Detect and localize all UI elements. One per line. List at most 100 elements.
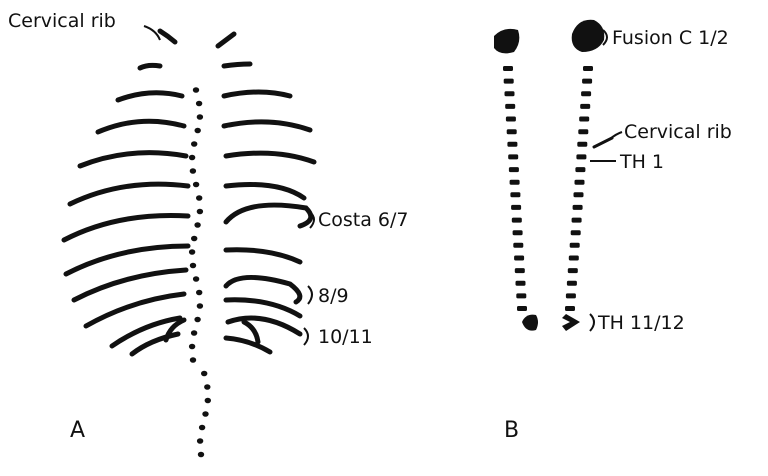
vertebra-b-left-3 bbox=[505, 91, 515, 96]
vertebra-a-16 bbox=[196, 290, 202, 296]
vertebra-b-left-5 bbox=[506, 117, 516, 122]
vertebra-a-8 bbox=[193, 182, 199, 188]
vertebra-a-14 bbox=[190, 263, 196, 269]
vertebra-a-18 bbox=[194, 317, 200, 323]
vertebra-a-28 bbox=[198, 452, 204, 458]
label-pointers-b bbox=[590, 30, 622, 331]
vertebra-b-left-16 bbox=[514, 256, 524, 261]
right-ribs bbox=[218, 34, 314, 352]
vertebral-column-b-left bbox=[503, 66, 527, 311]
vertebra-b-left-2 bbox=[504, 79, 514, 84]
label-cervical-rib-a: Cervical rib bbox=[8, 10, 116, 32]
vertebra-b-right-1 bbox=[583, 66, 593, 71]
label-ribs-8-9: 8/9 bbox=[318, 285, 349, 307]
vertebra-b-left-19 bbox=[516, 293, 526, 298]
vertebra-a-6 bbox=[189, 155, 195, 161]
vertebra-b-right-20 bbox=[565, 306, 575, 311]
label-cervical-rib-b: Cervical rib bbox=[624, 121, 732, 143]
vertebra-a-2 bbox=[196, 101, 202, 107]
vertebra-b-left-8 bbox=[508, 154, 518, 159]
vertebra-b-right-7 bbox=[577, 142, 587, 147]
vertebra-b-left-20 bbox=[517, 306, 527, 311]
panel-letter-b: B bbox=[504, 418, 519, 443]
vertebra-a-5 bbox=[191, 141, 197, 147]
vertebra-b-right-15 bbox=[570, 243, 580, 248]
label-th11-12: TH 11/12 bbox=[597, 312, 685, 334]
vertebra-b-left-15 bbox=[513, 243, 523, 248]
vertebral-column-a bbox=[189, 87, 211, 457]
vertebra-b-right-16 bbox=[569, 256, 579, 261]
vertebra-b-right-2 bbox=[582, 79, 592, 84]
rib-right-5 bbox=[226, 153, 314, 162]
vertebra-b-right-11 bbox=[574, 192, 584, 197]
vertebra-a-4 bbox=[195, 128, 201, 134]
vertebra-b-left-17 bbox=[515, 268, 525, 273]
vertebra-b-left-9 bbox=[509, 167, 519, 172]
vertebra-b-right-17 bbox=[568, 268, 578, 273]
panel-a-rib-cage: Cervical rib Costa 6/7 8/9 10/11 A bbox=[8, 10, 409, 457]
rib-right-12 bbox=[226, 338, 270, 352]
label-costa-6-7: Costa 6/7 bbox=[318, 209, 409, 231]
vertebra-b-right-18 bbox=[567, 281, 577, 286]
rib-left-5 bbox=[80, 153, 186, 166]
vertebra-b-left-1 bbox=[503, 66, 513, 71]
vertebra-a-15 bbox=[193, 276, 199, 282]
vertebra-b-left-7 bbox=[507, 142, 517, 147]
vertebra-a-26 bbox=[199, 425, 205, 431]
vertebra-a-9 bbox=[196, 195, 202, 201]
rib-right-4 bbox=[224, 122, 310, 130]
label-th1: TH 1 bbox=[619, 151, 664, 173]
rib-right-11 bbox=[228, 318, 300, 334]
bracket-th11-12 bbox=[590, 314, 594, 331]
bracket-10-11 bbox=[304, 328, 308, 345]
vertebra-a-17 bbox=[197, 303, 203, 309]
vertebra-b-left-10 bbox=[510, 180, 520, 185]
rib-right-2 bbox=[224, 64, 250, 66]
rib-branch-right bbox=[244, 322, 258, 342]
rib-right-10 bbox=[226, 300, 300, 316]
vertebra-b-left-18 bbox=[516, 281, 526, 286]
vertebra-b-right-13 bbox=[572, 218, 582, 223]
vertebra-a-11 bbox=[194, 222, 200, 228]
vertebra-a-21 bbox=[190, 357, 196, 363]
vertebra-b-right-9 bbox=[575, 167, 585, 172]
vertebra-a-20 bbox=[189, 344, 195, 350]
vertebra-a-19 bbox=[191, 330, 197, 336]
vertebra-a-3 bbox=[197, 114, 203, 120]
vertebra-b-right-8 bbox=[576, 154, 586, 159]
bracket-8-9 bbox=[308, 286, 312, 304]
th11-12-right bbox=[562, 314, 580, 331]
panel-b-spines: Fusion C 1/2 Cervical rib TH 1 TH 11/12 … bbox=[494, 20, 732, 443]
vertebra-b-left-11 bbox=[510, 192, 520, 197]
vertebra-a-13 bbox=[189, 249, 195, 255]
rib-left-1 bbox=[160, 31, 175, 42]
cervical-rib-pointer bbox=[144, 26, 160, 40]
vertebra-a-22 bbox=[201, 371, 207, 377]
rib-left-4 bbox=[98, 121, 184, 132]
rib-right-6 bbox=[226, 185, 304, 199]
label-ribs-10-11: 10/11 bbox=[318, 326, 373, 348]
rib-left-12 bbox=[132, 334, 178, 354]
vertebra-b-right-19 bbox=[566, 293, 576, 298]
vertebra-b-right-14 bbox=[571, 230, 581, 235]
vertebra-b-right-10 bbox=[575, 180, 585, 185]
pointer-cervical-rib bbox=[610, 132, 622, 139]
vertebral-column-b-right bbox=[565, 66, 593, 311]
vertebra-b-right-12 bbox=[573, 205, 583, 210]
vertebra-a-1 bbox=[193, 87, 199, 93]
rib-right-8 bbox=[226, 250, 300, 262]
fused-c1-c2-right bbox=[572, 20, 605, 52]
vertebra-b-left-14 bbox=[513, 230, 523, 235]
th11-12-left bbox=[522, 315, 538, 331]
rib-left-7 bbox=[64, 216, 188, 241]
fused-c1-c2-left bbox=[494, 29, 519, 53]
rib-left-3 bbox=[118, 93, 182, 100]
vertebra-a-7 bbox=[190, 168, 196, 174]
vertebra-a-10 bbox=[197, 209, 203, 215]
vertebra-a-27 bbox=[197, 438, 203, 444]
vertebra-b-right-5 bbox=[579, 117, 589, 122]
vertebra-a-25 bbox=[202, 411, 208, 417]
vertebra-b-left-13 bbox=[512, 218, 522, 223]
vertebra-a-24 bbox=[205, 398, 211, 404]
